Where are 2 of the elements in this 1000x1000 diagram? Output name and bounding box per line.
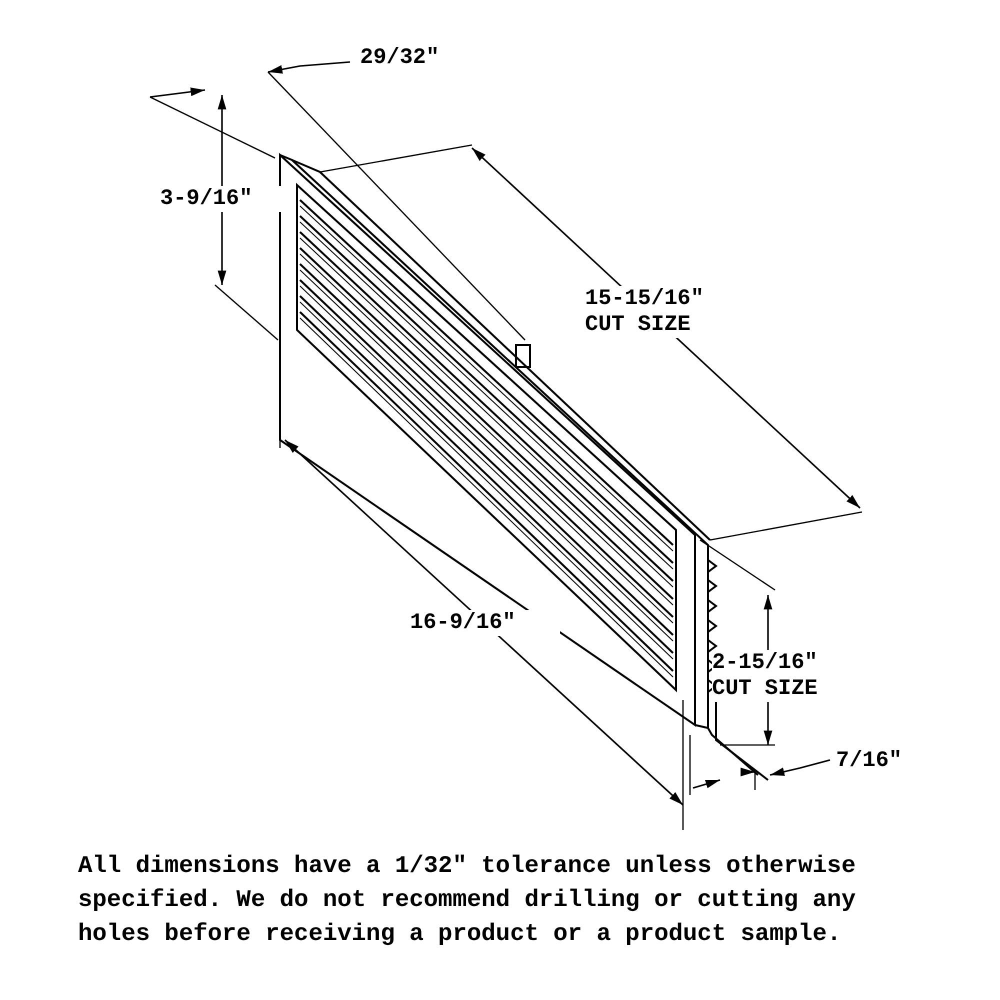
note-text: All dimensions have a 1/32" tolerance unless otherwise specified. We do not recommend drilling or cutting any holes before receiving a product or a product sample. [78, 852, 857, 950]
dimension-label: 16-9/16" [410, 610, 560, 636]
